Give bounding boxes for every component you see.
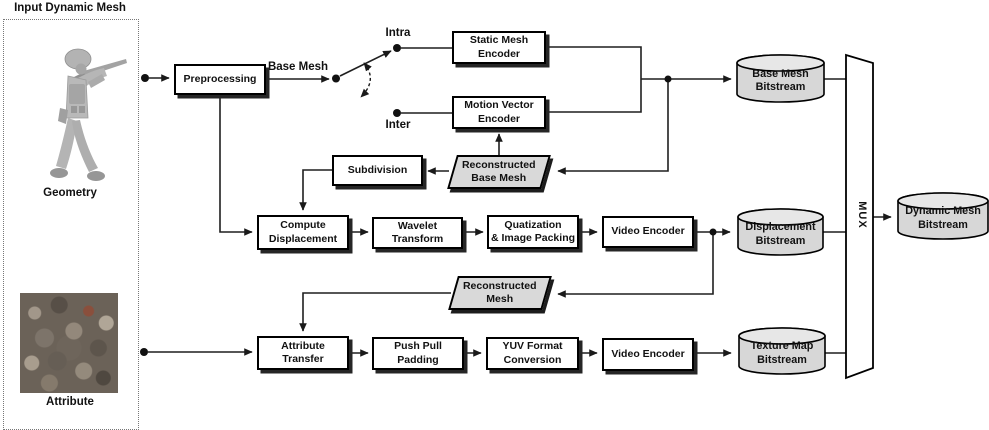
displacement-bitstream-cylinder [737,208,824,256]
subdivision-box: Subdivision [332,155,423,186]
inter-label: Inter [385,119,411,131]
attribute-texture-image [20,293,118,393]
dynamic-mesh-bitstream-label: Dynamic Mesh Bitstream [905,205,981,231]
arrow-connectors [148,50,892,357]
wavelet-transform-box: Wavelet Transform [372,217,463,249]
soldier-mesh-render [50,48,127,181]
push-pull-padding-box: Push Pull Padding [372,337,464,370]
yuv-format-conversion-box: YUV Format Conversion [486,337,579,370]
dynamic-mesh-bitstream-cylinder [897,192,989,240]
bitstream-cylinders [736,54,989,375]
mux-shape [845,53,874,380]
reconstructed-base-mesh-shape: Reconstructed Base Mesh [447,155,551,189]
base-mesh-bitstream-cylinder [736,54,825,103]
attribute-label: Attribute [46,396,94,408]
displacement-bitstream-label: Displacement Bitstream [745,221,816,247]
video-encoder-texture-box: Video Encoder [602,338,694,371]
intra-contact-dot [393,44,401,52]
texture-map-bitstream-label: Texture Map Bitstream [750,340,814,366]
geometry-label: Geometry [43,187,97,199]
switch-arm [339,50,392,77]
video-encoder-displacement-box: Video Encoder [602,216,694,248]
base-mesh-edge-label: Base Mesh [267,61,329,73]
preprocessing-box: Preprocessing [174,64,266,95]
attribute-transfer-box: Attribute Transfer [257,336,349,370]
junction-dots [140,44,717,356]
input-panel-title: Input Dynamic Mesh [14,2,126,14]
inter-contact-dot [393,109,401,117]
static-mesh-encoder-box: Static Mesh Encoder [452,31,546,64]
compute-displacement-box: Compute Displacement [257,215,349,250]
reconstructed-base-mesh-label: Reconstructed Base Mesh [462,158,536,184]
mux-label: MUX [856,201,868,229]
intra-label: Intra [385,27,411,39]
switch-toggle-arc [360,62,372,98]
texture-map-bitstream-cylinder [738,327,826,375]
base-mesh-bitstream-label: Base Mesh Bitstream [752,67,809,93]
reconstructed-mesh-shape: Reconstructed Mesh [448,276,552,310]
switch-pivot-dot [332,74,340,83]
motion-vector-encoder-box: Motion Vector Encoder [452,96,546,129]
quantization-image-packing-box: Quatization & Image Packing [487,215,579,249]
geometry-image [28,26,132,184]
reconstructed-mesh-label: Reconstructed Mesh [463,279,537,305]
